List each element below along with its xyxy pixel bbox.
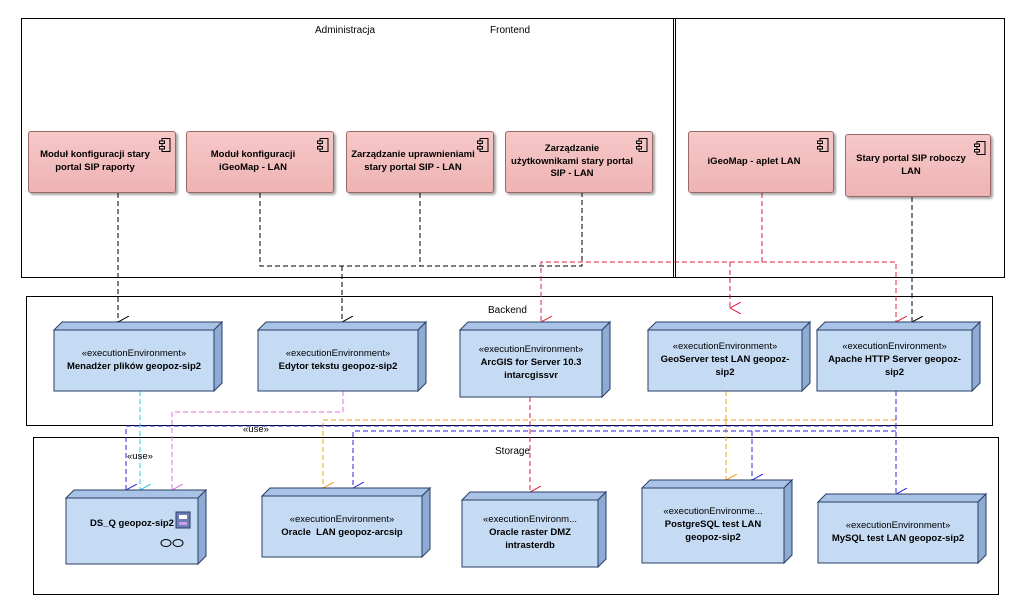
link-apache-dsq [126, 391, 897, 490]
node-box-dsq [64, 488, 208, 566]
use-label-top: «use» [243, 424, 269, 435]
package-backend [26, 296, 993, 426]
component-icon [317, 138, 329, 152]
database-icon [175, 511, 191, 529]
component-zarzadzanie-uzytkownikami[interactable]: Zarządzanie użytkownikami stary portal S… [505, 131, 653, 193]
component-icon [159, 138, 171, 152]
node-arcgis[interactable]: «executionEnvironment» ArcGIS for Server… [460, 330, 602, 397]
component-zarzadzanie-uprawnieniami[interactable]: Zarządzanie uprawnieniami stary portal S… [346, 131, 494, 193]
link-chain-icon [160, 539, 184, 547]
node-oracle-lan[interactable]: «executionEnvironment» Oracle LAN geopoz… [262, 496, 422, 557]
node-stereotype: «executionEnvironment» [81, 347, 187, 359]
component-stary-portal[interactable]: Stary portal SIP roboczy LAN [845, 134, 991, 197]
component-label: Zarządzanie użytkownikami stary portal S… [511, 142, 633, 180]
link-apache-postgres [752, 430, 896, 480]
package-frontend-right [673, 18, 1005, 278]
node-name: GeoServer test LAN geopoz-sip2 [660, 354, 790, 378]
node-box-postgres [640, 478, 794, 565]
component-label: Moduł konfiguracji stary portal SIP rapo… [40, 149, 150, 173]
node-geoserver[interactable]: «executionEnvironment» GeoServer test LA… [648, 330, 802, 391]
node-name: Menadżer plików geopoz-sip2 [66, 360, 202, 372]
link-edytor-dsq [172, 391, 344, 490]
node-name: Oracle raster DMZ intrasterdb [489, 527, 571, 551]
component-modul-igeomap[interactable]: Moduł konfiguracji iGeoMap - LAN [186, 131, 334, 193]
package-administracja-frontend [21, 18, 676, 278]
node-shapes [52, 320, 988, 569]
node-stereotype: «executionEnvironm... [483, 514, 577, 526]
component-label: Moduł konfiguracji iGeoMap - LAN [210, 149, 296, 173]
component-modul-raporty[interactable]: Moduł konfiguracji stary portal SIP rapo… [28, 131, 176, 193]
package-label-storage: Storage [495, 446, 531, 457]
node-box-oracle-lan [260, 486, 432, 559]
node-stereotype: «executionEnvironment» [842, 341, 947, 353]
link-aplet-apache [762, 261, 896, 322]
node-box-mysql [816, 492, 988, 565]
node-postgres[interactable]: «executionEnvironme... PostgreSQL test L… [642, 488, 784, 563]
package-storage [33, 437, 999, 595]
node-apache[interactable]: «executionEnvironment» Apache HTTP Serve… [817, 330, 972, 391]
node-box-arcgis [458, 320, 612, 399]
node-stereotype: «executionEnvironme... [663, 506, 763, 518]
node-box-oracle-raster [460, 490, 608, 569]
node-box-geoserver [646, 320, 812, 393]
component-label: Stary portal SIP roboczy LAN [856, 152, 966, 177]
node-oracle-raster[interactable]: «executionEnvironm... Oracle raster DMZ … [462, 500, 598, 567]
node-name: DS_Q geopoz-sip2 [90, 517, 174, 529]
component-icon [817, 138, 829, 152]
package-label-administracja: Administracja [315, 25, 376, 36]
node-dsq[interactable]: DS_Q geopoz-sip2 [66, 498, 198, 550]
link-apache-oracle-lan [323, 419, 896, 488]
component-igeomap-aplet[interactable]: iGeoMap - aplet LAN [688, 131, 834, 193]
component-icon [636, 138, 648, 152]
component-label: iGeoMap - aplet LAN [707, 155, 801, 167]
node-stereotype: «executionEnvironment» [285, 347, 391, 359]
package-label-backend: Backend [488, 305, 527, 316]
link-apache-oracle-lan-blue [353, 430, 896, 488]
node-name: Oracle LAN geopoz-arcsip [281, 526, 403, 538]
node-name: Apache HTTP Server geopoz-sip2 [828, 354, 961, 378]
component-label: Zarządzanie uprawnieniami stary portal S… [351, 149, 475, 173]
node-stereotype: «executionEnvironment» [672, 341, 778, 353]
link-aplet-arcgis [541, 193, 763, 322]
component-icon [477, 138, 489, 152]
package-label-frontend: Frontend [490, 25, 531, 36]
node-stereotype: «executionEnvironment» [289, 513, 395, 525]
node-name: ArcGIS for Server 10.3 intarcgissvr [480, 357, 582, 381]
node-box-apache [815, 320, 982, 393]
node-box-menadzer [52, 320, 224, 393]
link-frontend-edytor [259, 193, 583, 322]
node-name: MySQL test LAN geopoz-sip2 [831, 532, 965, 544]
node-edytor[interactable]: «executionEnvironment» Edytor tekstu geo… [258, 330, 418, 391]
node-box-edytor [256, 320, 428, 393]
use-label-left: «use» [127, 451, 153, 462]
node-mysql[interactable]: «executionEnvironment» MySQL test LAN ge… [818, 502, 978, 563]
node-stereotype: «executionEnvironment» [478, 344, 584, 356]
component-icon [974, 141, 986, 155]
node-name: Edytor tekstu geopoz-sip2 [278, 360, 398, 372]
node-menadzer[interactable]: «executionEnvironment» Menadżer plików g… [54, 330, 214, 391]
node-stereotype: «executionEnvironment» [845, 519, 951, 531]
node-name: PostgreSQL test LAN geopoz-sip2 [664, 519, 762, 543]
